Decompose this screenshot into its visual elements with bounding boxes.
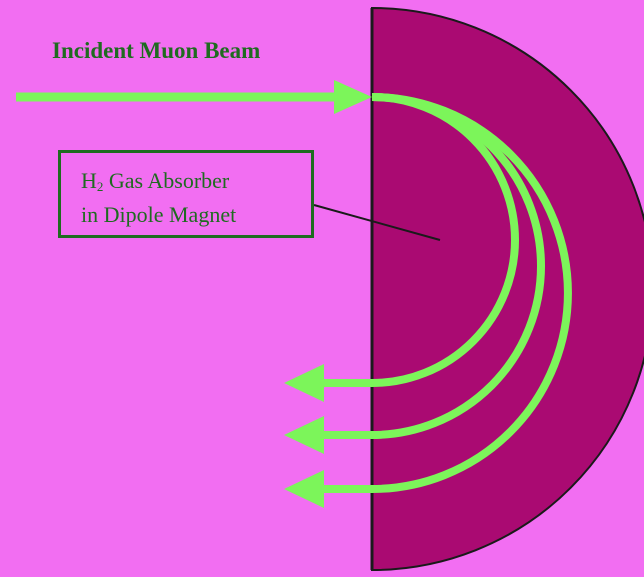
incident-beam-arrowhead bbox=[334, 80, 372, 114]
absorber-pointer-line bbox=[313, 204, 441, 241]
incident-muon-beam-label: Incident Muon Beam bbox=[52, 38, 261, 63]
exit-arrowhead-inner bbox=[284, 364, 324, 402]
absorber-gas-subscript: 2 bbox=[96, 179, 104, 194]
absorber-label-line1: H2 Gas Absorber bbox=[81, 167, 311, 201]
absorber-label-box: H2 Gas Absorber in Dipole Magnet bbox=[58, 150, 314, 238]
absorber-gas-text: Gas Absorber bbox=[103, 168, 230, 193]
absorber-gas-symbol: H bbox=[81, 168, 97, 193]
exit-arrowhead-outer bbox=[284, 470, 324, 508]
absorber-label-line2: in Dipole Magnet bbox=[81, 202, 237, 227]
exit-arrowhead-middle bbox=[284, 416, 324, 454]
muon-trajectory-outer bbox=[322, 93, 572, 493]
